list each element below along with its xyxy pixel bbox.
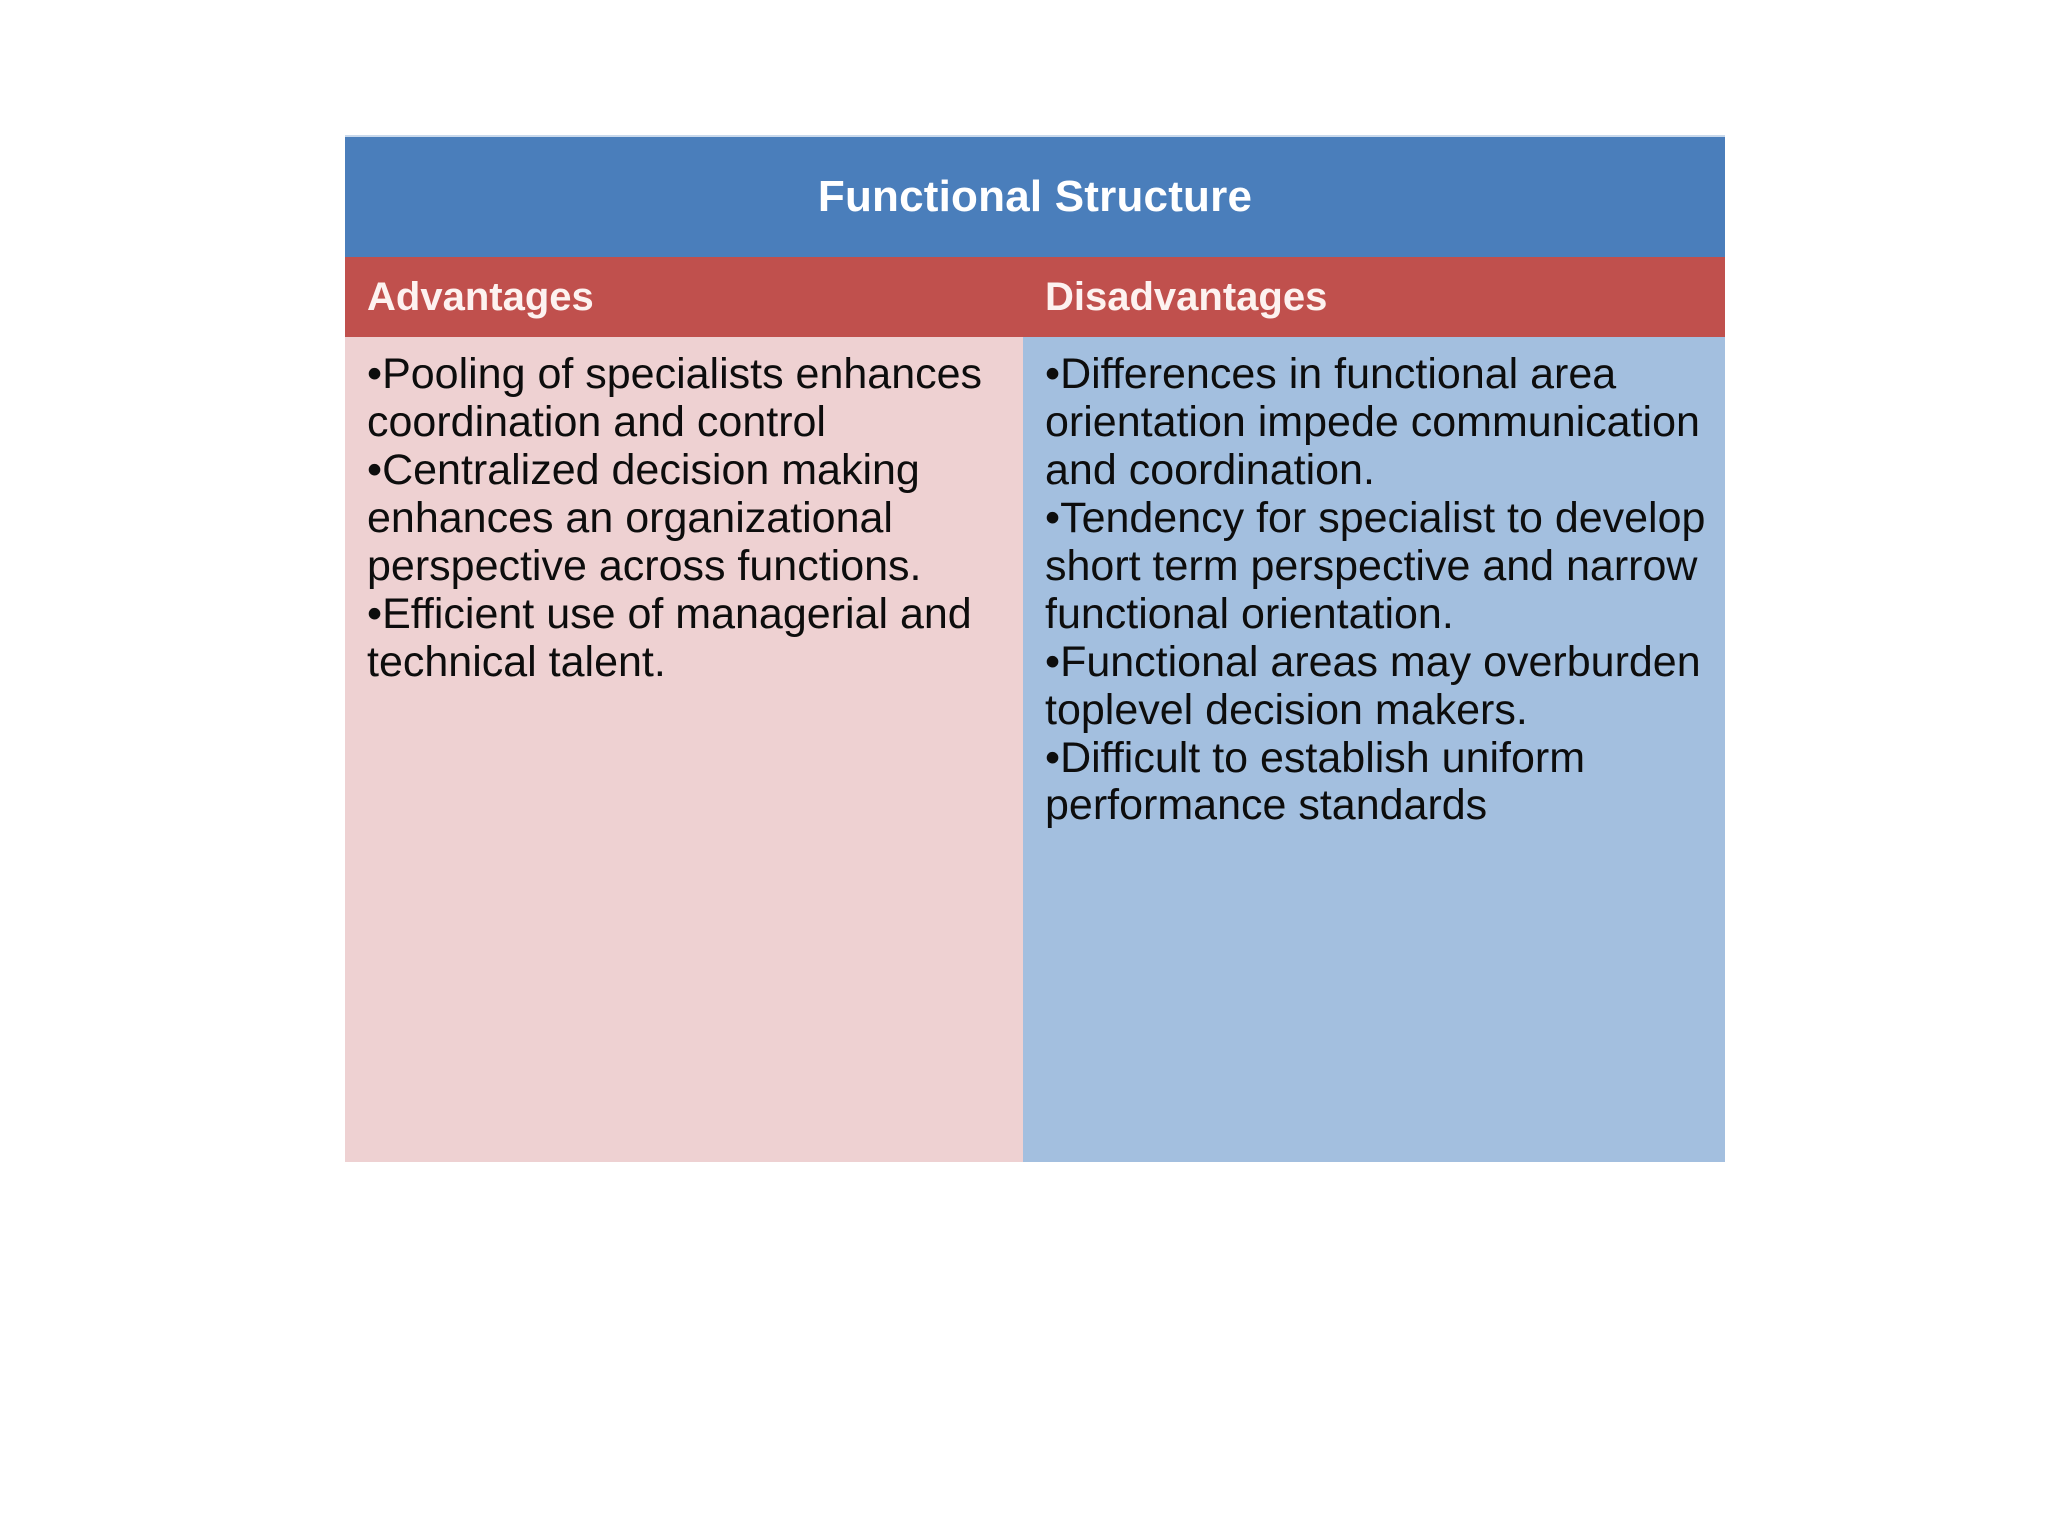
bullet-item: •Functional areas may overburden topleve… [1045, 637, 1715, 735]
table-body-row: •Pooling of specialists enhances coordin… [345, 337, 1725, 1162]
bullet-dot-icon: • [1045, 733, 1061, 782]
bullet-dot-icon: • [367, 350, 383, 398]
column-header-disadvantages: Disadvantages [1045, 275, 1328, 319]
bullet-text: Tendency for specialist to develop short… [1045, 493, 1706, 638]
bullet-dot-icon: • [1045, 350, 1061, 398]
bullet-dot-icon: • [1045, 637, 1061, 686]
header-cell-advantages: Advantages [345, 257, 1023, 337]
body-cell-advantages: •Pooling of specialists enhances coordin… [345, 337, 1023, 1162]
bullet-item: •Difficult to establish uniform performa… [1045, 733, 1715, 831]
bullet-item: •Tendency for specialist to develop shor… [1045, 493, 1715, 639]
bullet-text: Differences in functional area orientati… [1045, 350, 1700, 494]
table-header-row: Advantages Disadvantages [345, 257, 1725, 337]
bullet-text: Difficult to establish uniform performan… [1045, 733, 1586, 830]
bullet-item: •Centralized decision making enhances an… [367, 445, 1013, 591]
body-cell-disadvantages: •Differences in functional area orientat… [1023, 337, 1725, 1162]
column-header-advantages: Advantages [367, 275, 594, 319]
bullet-text: Centralized decision making enhances an … [367, 445, 922, 590]
bullet-dot-icon: • [367, 589, 383, 638]
comparison-table: Functional Structure Advantages Disadvan… [345, 135, 1725, 1162]
advantages-bullet-list: •Pooling of specialists enhances coordin… [367, 350, 1013, 687]
bullet-text: Functional areas may overburden toplevel… [1045, 637, 1701, 734]
bullet-text: Pooling of specialists enhances coordina… [367, 350, 983, 446]
bullet-dot-icon: • [367, 445, 383, 494]
bullet-item: •Pooling of specialists enhances coordin… [367, 350, 1013, 447]
bullet-item: •Efficient use of managerial and technic… [367, 589, 1013, 687]
bullet-item: •Differences in functional area orientat… [1045, 350, 1715, 495]
header-cell-disadvantages: Disadvantages [1023, 257, 1725, 337]
table-title: Functional Structure [817, 171, 1253, 221]
table-title-row: Functional Structure [345, 135, 1725, 257]
disadvantages-bullet-list: •Differences in functional area orientat… [1045, 350, 1715, 831]
bullet-text: Efficient use of managerial and technica… [367, 589, 972, 686]
bullet-dot-icon: • [1045, 493, 1061, 542]
